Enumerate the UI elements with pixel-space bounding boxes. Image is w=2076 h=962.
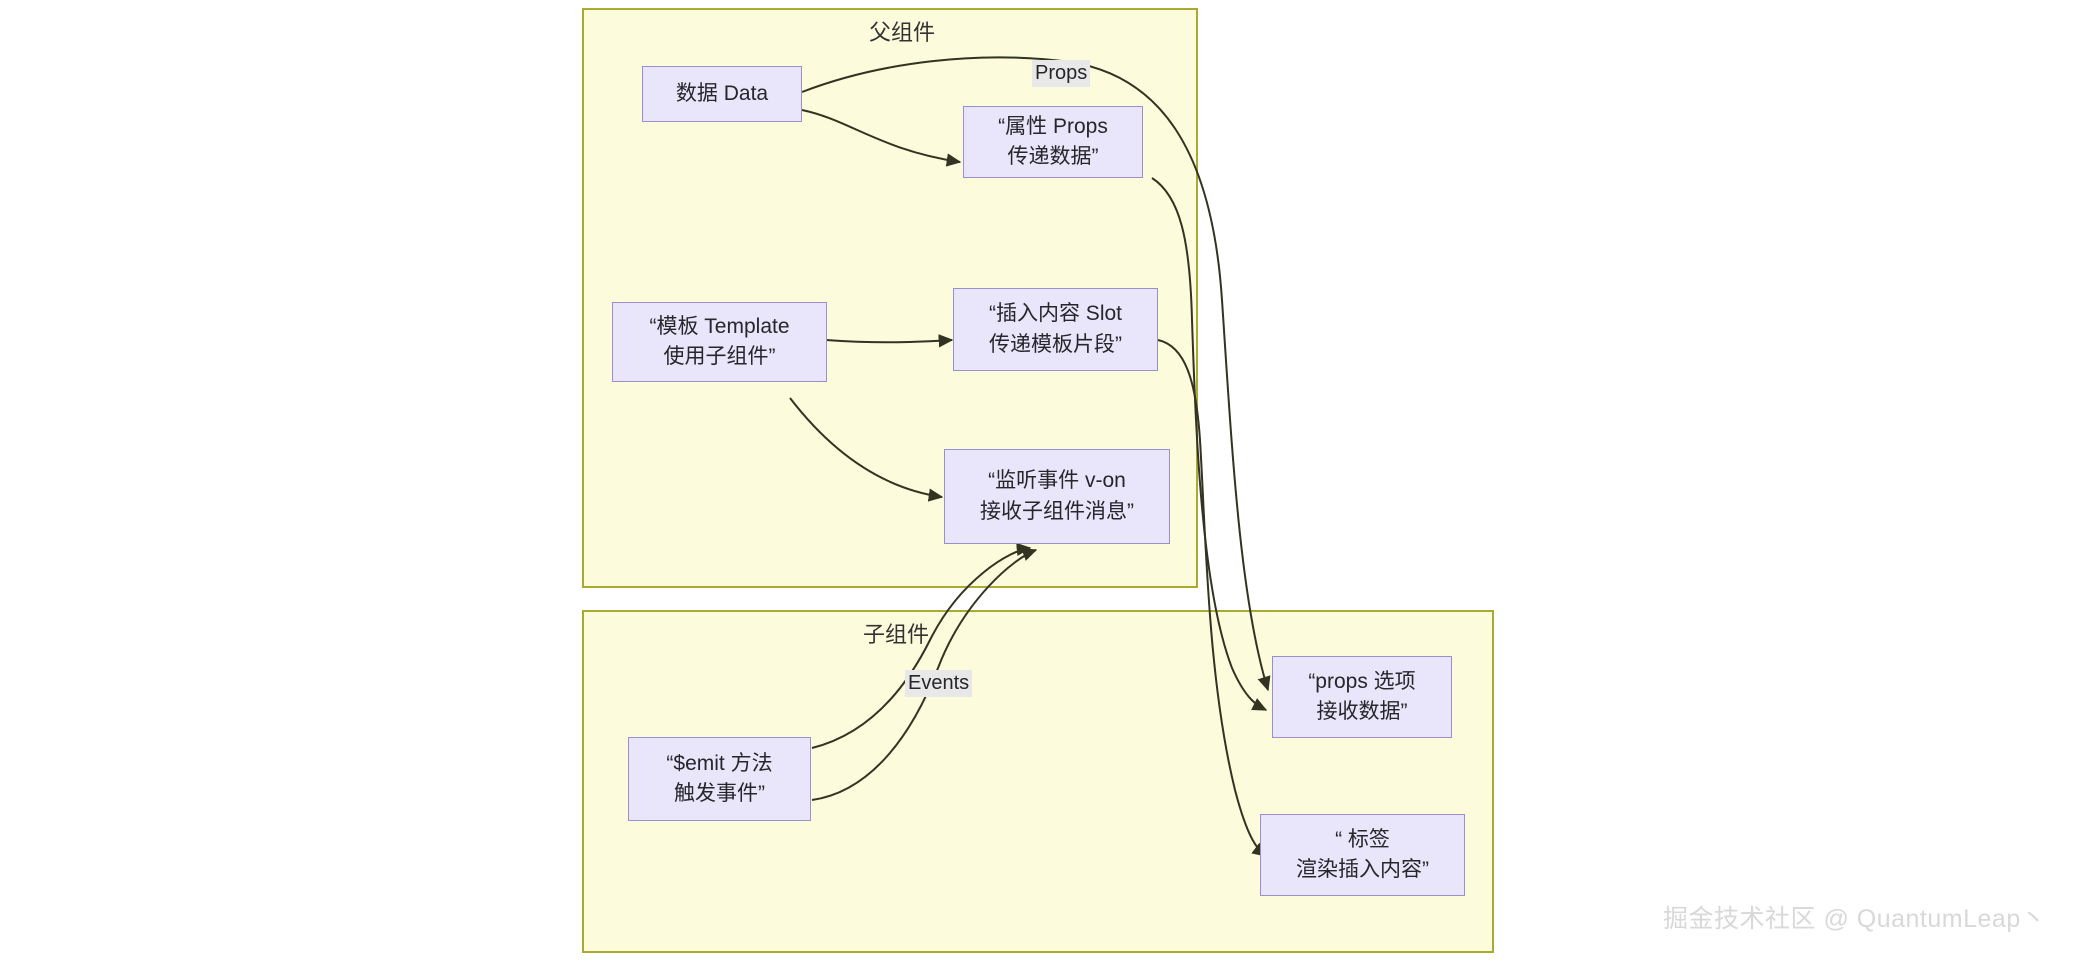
edge-data-to-props-send bbox=[801, 109, 962, 167]
node-slot-send-line2: 传递模板片段” bbox=[989, 332, 1122, 356]
node-slot-render-line2: 渲染插入内容” bbox=[1296, 858, 1429, 881]
node-props-send-line1: “属性 Props bbox=[998, 114, 1108, 138]
node-props-receive-line2: 接收数据” bbox=[1316, 700, 1408, 723]
node-emit-line2: 触发事件” bbox=[674, 782, 765, 805]
node-slot-render[interactable]: “ 标签 渲染插入内容” bbox=[1260, 814, 1465, 896]
edge-slot-send-to-slot-render bbox=[1157, 339, 1268, 857]
node-template-line2: 使用子组件” bbox=[663, 345, 776, 368]
node-slot-render-line1: “ 标签 bbox=[1335, 827, 1390, 851]
node-slot-send[interactable]: “插入内容 Slot 传递模板片段” bbox=[953, 288, 1158, 371]
node-data-line1: 数据 Data bbox=[675, 81, 769, 105]
cluster-parent-label: 父组件 bbox=[868, 20, 935, 45]
node-props-send-line2: 传递数据” bbox=[1007, 145, 1099, 168]
node-template[interactable]: “模板 Template 使用子组件” bbox=[612, 302, 827, 382]
edge-emit-to-listen-von-a bbox=[811, 542, 1032, 749]
node-listen-von-line2: 接收子组件消息” bbox=[980, 499, 1134, 523]
edge-template-to-slot-send bbox=[825, 334, 954, 348]
node-data[interactable]: 数据 Data bbox=[642, 66, 802, 122]
edge-emit-to-listen-von-b bbox=[811, 548, 1038, 801]
edge-label-props-text: Props bbox=[1035, 62, 1088, 84]
node-slot-send-line1: “插入内容 Slot bbox=[988, 302, 1122, 326]
node-emit-line1: “$emit 方法 bbox=[666, 751, 773, 775]
edge-label-events: Events bbox=[905, 670, 973, 697]
node-props-receive[interactable]: “props 选项 接收数据” bbox=[1272, 656, 1452, 738]
edge-label-props: Props bbox=[1032, 60, 1091, 87]
node-listen-von-line1: “监听事件 v-on bbox=[988, 469, 1126, 493]
edge-data-to-props-receive bbox=[801, 56, 1271, 692]
edge-template-to-listen-von bbox=[789, 397, 944, 502]
node-props-receive-line1: “props 选项 bbox=[1308, 669, 1416, 693]
node-props-send[interactable]: “属性 Props 传递数据” bbox=[963, 106, 1143, 178]
node-emit[interactable]: “$emit 方法 触发事件” bbox=[628, 737, 811, 821]
edge-props-send-to-props-receive bbox=[1151, 177, 1268, 711]
node-template-line1: “模板 Template bbox=[649, 314, 790, 338]
watermark: 掘金技术社区 @ QuantumLeap丶 bbox=[1663, 905, 2047, 933]
cluster-child-label: 子组件 bbox=[862, 622, 929, 647]
node-listen-von[interactable]: “监听事件 v-on 接收子组件消息” bbox=[944, 449, 1170, 544]
edge-label-events-text: Events bbox=[908, 672, 970, 694]
